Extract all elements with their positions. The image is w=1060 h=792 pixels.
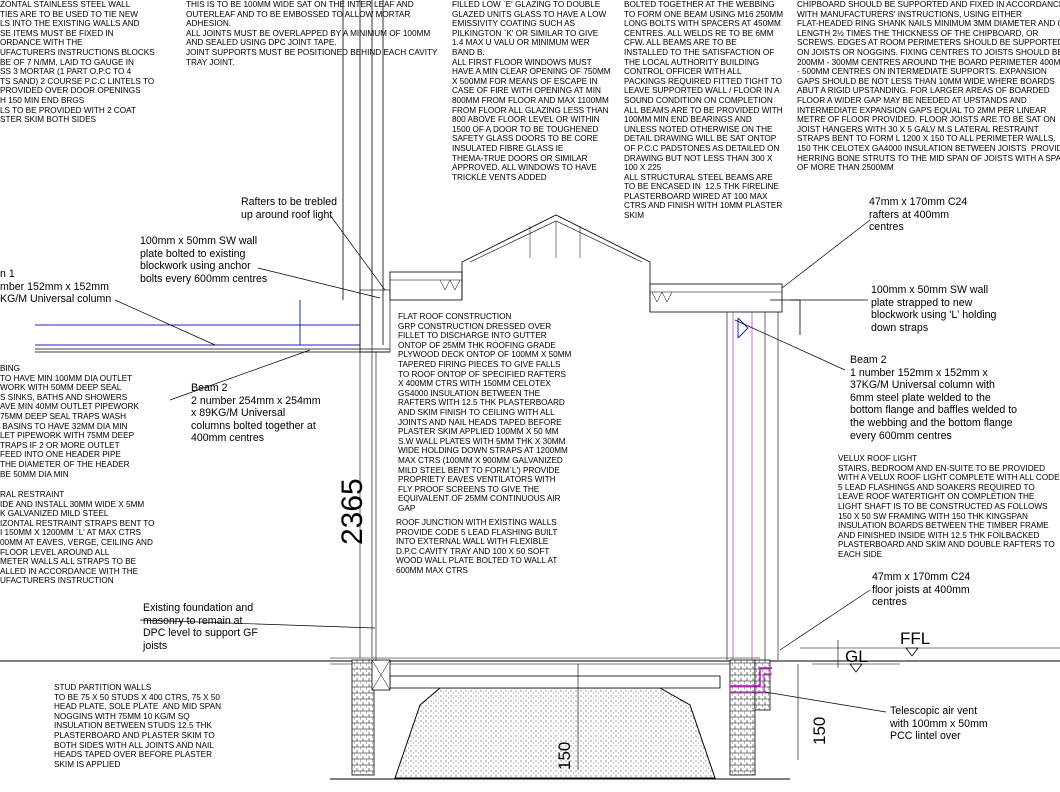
note-flat-roof: FLAT ROOF CONSTRUCTION GRP CONSTRUCTION … bbox=[398, 312, 572, 513]
level-markers bbox=[800, 640, 1060, 673]
label-beam1-left: n 1 mber 152mm x 152mm KG/M Universal co… bbox=[0, 268, 112, 306]
dim-150-found-text: 150 bbox=[555, 742, 574, 770]
label-rafters-c24: 47mm x 170mm C24 rafters at 400mm centre… bbox=[869, 196, 968, 234]
dim-150-right-text: 150 bbox=[810, 717, 829, 745]
label-existing-foundation: Existing foundation and masonry to remai… bbox=[143, 602, 258, 652]
roof-light bbox=[461, 214, 651, 312]
note-wall-ties: ZONTAL STAINLESS STEEL WALL TIES ARE TO … bbox=[0, 0, 155, 125]
label-floor-joists: 47mm x 170mm C24 floor joists at 400mm c… bbox=[872, 571, 971, 609]
height-dimension-text: 2365 bbox=[336, 478, 369, 545]
note-plumbing: BING TO HAVE MIN 100mm DIA OUTLET WORK W… bbox=[0, 364, 139, 479]
left-masonry bbox=[351, 659, 391, 776]
flat-roof-right bbox=[649, 283, 801, 335]
label-rafters-trebled: Rafters to be trebled up around roof lig… bbox=[241, 196, 337, 221]
label-beam2-left: Beam 2 2 number 254mm x 254mm x 89KG/M U… bbox=[191, 382, 321, 445]
ffl-label: FFL bbox=[900, 629, 930, 648]
foundation bbox=[330, 675, 790, 780]
air-vent bbox=[730, 667, 772, 693]
note-steel-beams: BOLTED TOGETHER AT THE WEBBING TO FORM O… bbox=[624, 0, 784, 221]
note-chipboard: CHIPBOARD SHOULD BE SUPPORTED AND FIXED … bbox=[797, 0, 1060, 173]
note-cavity-tray: THIS IS TO BE 100MM WIDE SAT ON THE INTE… bbox=[186, 0, 438, 67]
note-lateral-restraint: RAL RESTRAINT IDE AND INSTALL 30mm WIDE … bbox=[0, 490, 155, 586]
note-velux: VELUX ROOF LIGHT STAIRS, BEDROOM AND EN-… bbox=[838, 454, 1060, 559]
note-stud-partition: STUD PARTITION WALLS TO BE 75 x 50 STUDS… bbox=[54, 683, 221, 769]
right-masonry bbox=[729, 659, 771, 776]
label-wall-plate-bolted: 100mm x 50mm SW wall plate bolted to exi… bbox=[140, 235, 268, 285]
label-air-vent: Telescopic air vent with 100mm x 50mm PC… bbox=[890, 705, 988, 743]
flat-roof-left bbox=[389, 271, 463, 301]
right-wall bbox=[726, 312, 779, 660]
label-beam2-right: Beam 2 1 number 152mm x 152mm x 37KG/M U… bbox=[850, 354, 1018, 442]
label-wall-plate-strapped: 100mm x 50mm SW wall plate strapped to n… bbox=[871, 284, 997, 334]
note-glazing: FILLED LOW `E' GLAZING TO DOUBLE GLAZED … bbox=[452, 0, 611, 182]
left-beam bbox=[35, 289, 391, 353]
gl-label: GL bbox=[845, 647, 868, 666]
ground-line bbox=[0, 657, 1060, 665]
left-wall bbox=[342, 0, 384, 658]
note-roof-junction: ROOF JUNCTION WITH EXISTING WALLS PROVID… bbox=[396, 518, 558, 575]
leader-lines bbox=[114, 214, 887, 713]
